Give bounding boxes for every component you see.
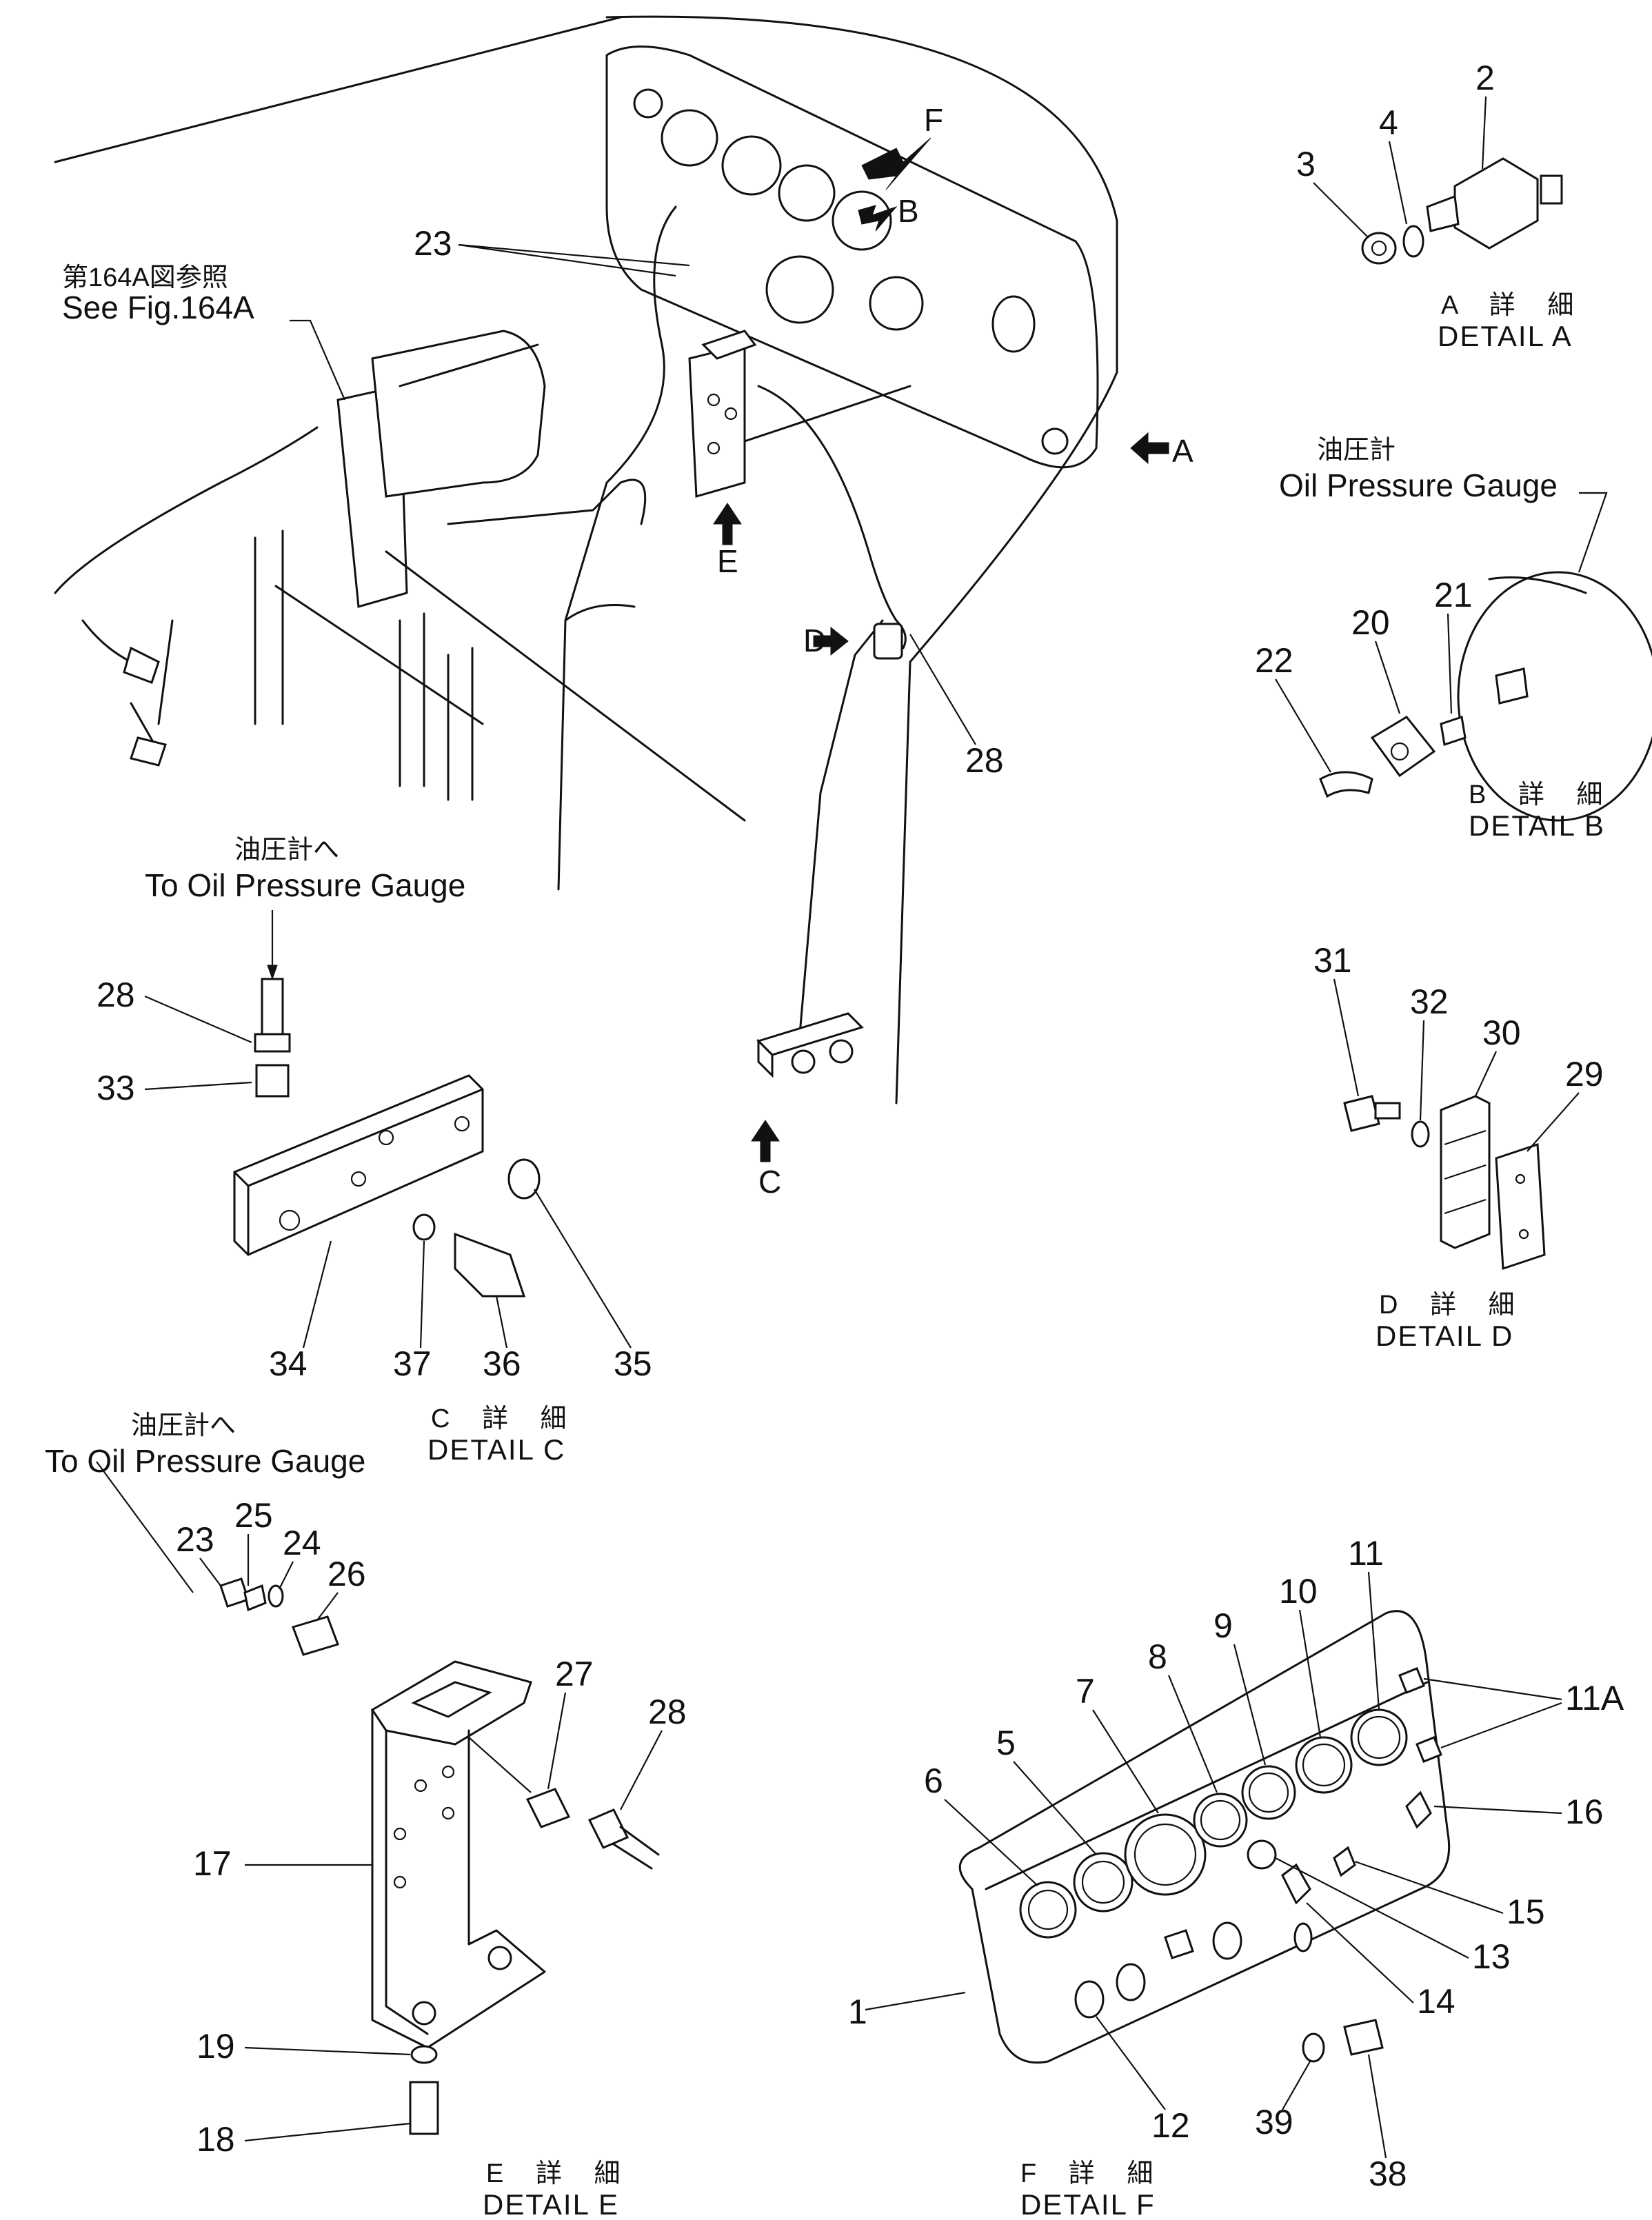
detail-f-caption: DETAIL F: [1020, 2188, 1156, 2220]
view-arrow-d-label: D: [803, 623, 826, 658]
to-gauge-en-2: To Oil Pressure Gauge: [45, 1443, 365, 1479]
detail-e-caption-jp: E 詳 細: [486, 2159, 632, 2188]
part-number: 8: [1148, 1637, 1167, 1676]
detail-c-caption-jp: C 詳 細: [431, 1404, 579, 1433]
part-number: 34: [269, 1344, 308, 1383]
detail-d-caption: DETAIL D: [1376, 1320, 1513, 1352]
detail-e-caption: DETAIL E: [483, 2188, 619, 2220]
detail-a-caption: DETAIL A: [1438, 320, 1573, 352]
detail-f: 11 10 9 8 7 5 6 11A 16 15 13 14 1 12 39 …: [848, 1534, 1624, 2220]
part-number: 12: [1151, 2106, 1190, 2145]
part-number: 37: [393, 1344, 432, 1383]
part-number: 21: [1434, 576, 1473, 614]
detail-c-caption: DETAIL C: [427, 1433, 565, 1466]
part-number: 17: [193, 1844, 232, 1883]
part-number: 24: [283, 1524, 321, 1562]
part-number: 11: [1348, 1534, 1384, 1573]
part-number: 18: [197, 2120, 235, 2159]
part-number: 14: [1417, 1982, 1455, 2021]
part-number: 32: [1410, 982, 1449, 1021]
main-assembly: [54, 15, 1169, 1162]
detail-c: 油圧計へ To Oil Pressure Gauge 28 33 34 37 3…: [45, 836, 652, 1479]
part-number: 3: [1296, 145, 1316, 183]
part-number: 22: [1255, 641, 1293, 680]
part-number: 28: [648, 1693, 687, 1731]
main-labels: F B A E D C 第164A図参照 See Fig.164A 23 28: [62, 102, 1193, 1200]
to-gauge-jp: 油圧計へ: [234, 836, 339, 865]
detail-a: 2 4 3 A 詳 細 DETAIL A: [1296, 59, 1586, 352]
part-number: 25: [234, 1496, 273, 1535]
fig-ref-en: See Fig.164A: [62, 290, 254, 325]
part-number: 2: [1475, 59, 1495, 97]
part-number: 28: [965, 741, 1004, 780]
part-number: 38: [1369, 2155, 1407, 2193]
part-number: 6: [924, 1762, 943, 1800]
detail-b-caption: DETAIL B: [1469, 809, 1605, 842]
part-number: 31: [1313, 941, 1352, 980]
part-number: 11A: [1565, 1679, 1624, 1717]
view-arrow-a-label: A: [1172, 433, 1193, 469]
part-number: 13: [1472, 1937, 1511, 1976]
part-number: 5: [996, 1724, 1016, 1762]
part-number: 9: [1213, 1606, 1233, 1645]
detail-e: 23 25 24 26 27 28 17 19 18 E 詳 細 DETAIL …: [96, 1461, 687, 2220]
part-number: 39: [1255, 2103, 1293, 2141]
part-number: 33: [97, 1069, 135, 1107]
part-number: 15: [1507, 1893, 1545, 1931]
oil-gauge-en: Oil Pressure Gauge: [1279, 467, 1558, 503]
detail-b-caption-jp: B 詳 細: [1469, 780, 1615, 809]
part-number: 29: [1565, 1055, 1604, 1093]
part-number: 23: [414, 224, 452, 263]
part-number: 23: [176, 1520, 214, 1559]
part-number: 1: [848, 1992, 867, 2031]
view-arrow-c-label: C: [758, 1164, 781, 1200]
part-number: 10: [1279, 1572, 1318, 1611]
view-arrow-b-label: B: [898, 193, 919, 229]
part-number: 36: [483, 1344, 521, 1383]
fig-ref-jp: 第164A図参照: [62, 263, 228, 292]
part-number: 27: [555, 1655, 594, 1693]
detail-d: 31 32 30 29 D 詳 細 DETAIL D: [1313, 941, 1604, 1352]
to-gauge-en: To Oil Pressure Gauge: [145, 867, 465, 903]
part-number: 35: [614, 1344, 652, 1383]
part-number: 20: [1351, 603, 1390, 642]
view-arrow-e-label: E: [717, 543, 738, 579]
detail-b: 油圧計 Oil Pressure Gauge 20 21 22 B 詳 細 DE…: [1255, 436, 1652, 842]
part-number: 28: [97, 976, 135, 1014]
part-number: 16: [1565, 1793, 1604, 1831]
oil-gauge-jp: 油圧計: [1317, 436, 1396, 465]
detail-a-caption-jp: A 詳 細: [1441, 291, 1586, 320]
part-number: 7: [1076, 1672, 1095, 1711]
part-number: 19: [197, 2027, 235, 2066]
part-number: 4: [1379, 103, 1398, 142]
to-gauge-jp-2: 油圧計へ: [131, 1411, 236, 1440]
detail-d-caption-jp: D 詳 細: [1379, 1291, 1527, 1320]
detail-f-caption-jp: F 詳 細: [1020, 2159, 1165, 2188]
part-number: 30: [1482, 1013, 1521, 1052]
part-number: 26: [328, 1555, 366, 1593]
view-arrow-f-label: F: [924, 102, 943, 138]
